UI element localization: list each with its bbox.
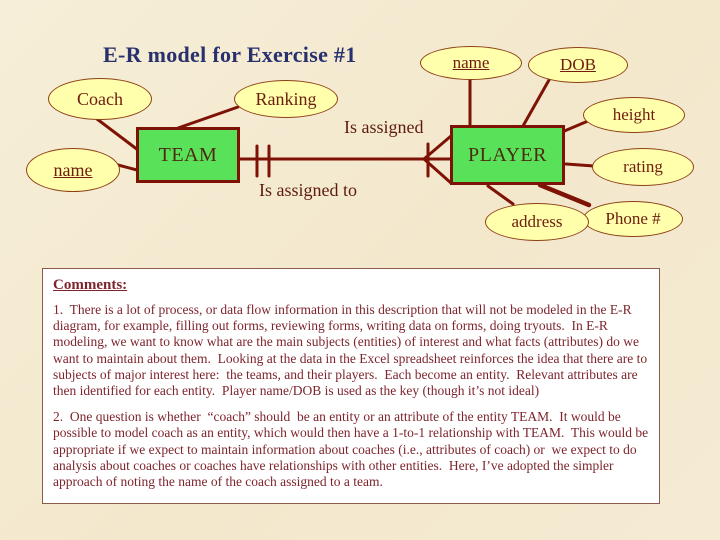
comments-box: Comments: 1. There is a lot of process, …	[42, 268, 660, 504]
attribute-player-name: name	[420, 46, 522, 80]
attribute-phone: Phone #	[583, 201, 683, 237]
entity-team-label: TEAM	[158, 143, 218, 166]
connector-address-player	[486, 184, 515, 206]
attribute-rating: rating	[592, 148, 694, 186]
connector-rating-player	[564, 162, 596, 168]
entity-team: TEAM	[136, 127, 240, 183]
slide-title: E-R model for Exercise #1	[103, 42, 357, 67]
connector-ranking-team	[176, 105, 240, 130]
comments-paragraph-2: 2. One question is whether “coach” shoul…	[53, 409, 652, 489]
crowfoot-upper	[422, 134, 453, 161]
attribute-address: address	[485, 203, 589, 241]
comments-heading: Comments:	[53, 277, 128, 293]
attribute-height: height	[583, 97, 685, 133]
connector-coach-team	[95, 117, 140, 152]
attribute-ranking: Ranking	[234, 80, 338, 118]
relationship-label-below: Is assigned to	[259, 180, 357, 200]
connector-teamname-team	[116, 163, 139, 172]
connector-height-player	[560, 119, 590, 134]
relationship-label-above: Is assigned	[344, 117, 424, 137]
entity-player-label: PLAYER	[468, 143, 547, 166]
connector-phone-player	[537, 182, 592, 208]
crowfoot-lower	[422, 157, 453, 185]
attribute-coach: Coach	[48, 78, 152, 120]
entity-player: PLAYER	[450, 125, 565, 185]
attribute-dob: DOB	[528, 47, 628, 83]
attribute-team-name: name	[26, 148, 120, 192]
comments-paragraph-1: 1. There is a lot of process, or data fl…	[53, 302, 651, 398]
connector-dob-player	[521, 78, 551, 128]
